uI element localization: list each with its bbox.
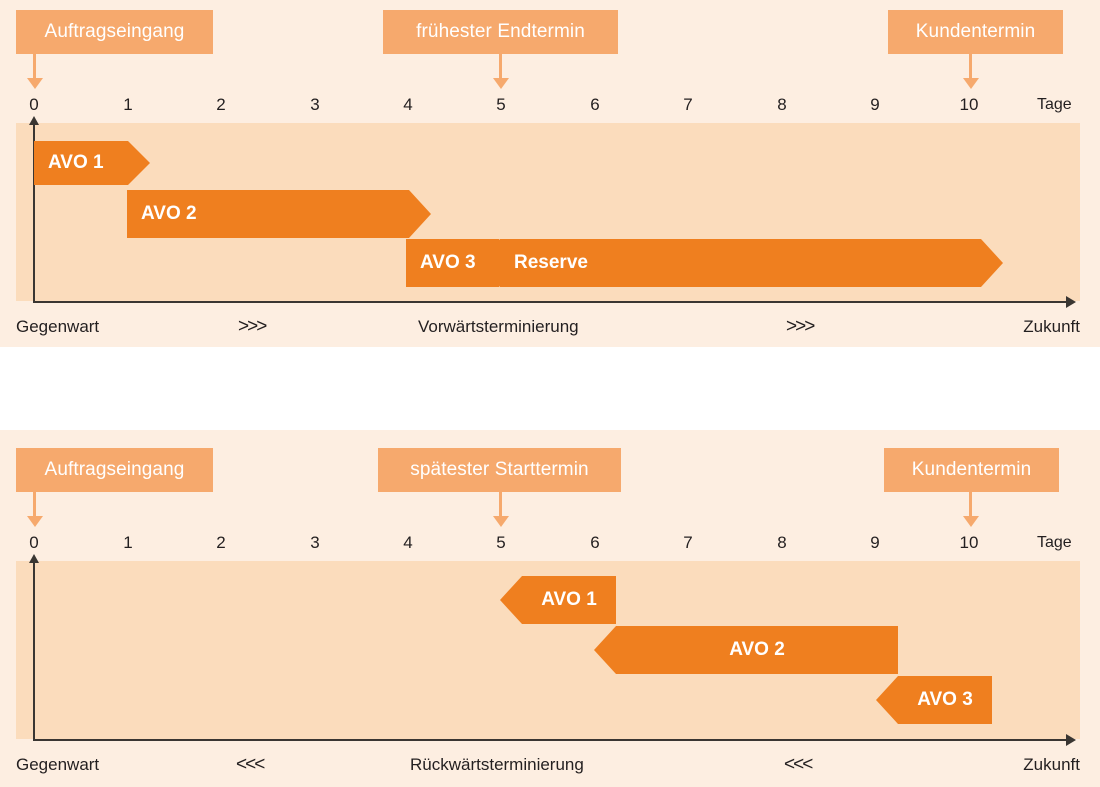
y-axis-arrowhead-bottom (29, 554, 39, 563)
milestone-auftragseingang-top: Auftragseingang (16, 10, 213, 54)
milestone-auftragseingang-bottom: Auftragseingang (16, 448, 213, 492)
milestone-kundentermin-top: Kundentermin (888, 10, 1063, 54)
footer-gegenwart-bottom: Gegenwart (16, 755, 100, 774)
task-bar-label: AVO 2 (141, 203, 197, 224)
footer-gegenwart-top: Gegenwart (16, 317, 100, 336)
axis-tick-1: 1 (123, 533, 133, 552)
milestone-kundentermin-bottom: Kundentermin (884, 448, 1059, 492)
task-bar-label: AVO 3 (917, 689, 973, 710)
milestone-label: Auftragseingang (44, 459, 185, 480)
axis-tick-9: 9 (870, 533, 880, 552)
axis-tick-10: 10 (959, 533, 979, 552)
axis-tick-3: 3 (310, 95, 320, 114)
milestone-stem-auftragseingang-top (33, 54, 36, 78)
axis-tick-6: 6 (590, 95, 600, 114)
axis-tick-5: 5 (496, 533, 506, 552)
x-axis-line-bottom (33, 739, 1068, 741)
task-bar-label: AVO 1 (541, 589, 597, 610)
footer-chevron-left-top: >>> (238, 316, 267, 337)
axis-tick-row-bottom: 0 1 2 3 4 5 6 7 8 9 10 Tage (0, 532, 1100, 554)
footer-zukunft-top: Zukunft (1023, 317, 1080, 336)
axis-tick-row-top: 0 1 2 3 4 5 6 7 8 9 10 Tage (0, 94, 1100, 116)
x-axis-arrowhead-top (1066, 296, 1076, 308)
milestone-arrow-fruehester-endtermin (493, 78, 509, 89)
milestone-stem-spaetester-starttermin (499, 492, 502, 516)
footer-vorwaertsterminierung: Vorwärtsterminierung (418, 317, 579, 336)
milestone-arrow-auftragseingang-bottom (27, 516, 43, 527)
footer-chevron-left-bottom: <<< (236, 754, 265, 775)
axis-tick-4: 4 (403, 95, 413, 114)
axis-unit-label-bottom: Tage (1037, 534, 1072, 551)
forward-scheduling-panel: Auftragseingang frühester Endtermin Kund… (0, 0, 1100, 347)
x-axis-line-top (33, 301, 1068, 303)
axis-tick-8: 8 (777, 533, 787, 552)
milestone-stem-fruehester-endtermin (499, 54, 502, 78)
task-bar-avo-1-forward[interactable]: AVO 1 (34, 141, 150, 185)
milestone-stem-kundentermin-bottom (969, 492, 972, 516)
backward-footer-row: Gegenwart <<< Rückwärtsterminierung <<< … (0, 753, 1100, 777)
task-bar-avo-2-backward[interactable]: AVO 2 (594, 626, 898, 674)
y-axis-arrowhead-top (29, 116, 39, 125)
milestone-label: frühester Endtermin (416, 21, 585, 42)
backward-scheduling-panel: Auftragseingang spätester Starttermin Ku… (0, 430, 1100, 787)
milestone-arrow-kundentermin-top (963, 78, 979, 89)
axis-tick-7: 7 (683, 533, 693, 552)
milestone-arrow-spaetester-starttermin (493, 516, 509, 527)
footer-chevron-right-bottom: <<< (784, 754, 813, 775)
axis-tick-4: 4 (403, 533, 413, 552)
footer-chevron-right-top: >>> (786, 316, 815, 337)
footer-zukunft-bottom: Zukunft (1023, 755, 1080, 774)
axis-tick-7: 7 (683, 95, 693, 114)
axis-tick-0: 0 (29, 533, 39, 552)
milestone-fruehester-endtermin: frühester Endtermin (383, 10, 618, 54)
y-axis-line-bottom (33, 561, 35, 741)
milestone-stem-auftragseingang-bottom (33, 492, 36, 516)
milestone-spaetester-starttermin: spätester Starttermin (378, 448, 621, 492)
milestone-arrow-kundentermin-bottom (963, 516, 979, 527)
forward-footer-row: Gegenwart >>> Vorwärtsterminierung >>> Z… (0, 315, 1100, 339)
axis-tick-8: 8 (777, 95, 787, 114)
axis-tick-0: 0 (29, 95, 39, 114)
axis-tick-9: 9 (870, 95, 880, 114)
milestone-stem-kundentermin-top (969, 54, 972, 78)
milestone-label: Kundentermin (915, 21, 1036, 42)
task-bar-avo-2-forward[interactable]: AVO 2 (127, 190, 431, 238)
axis-tick-2: 2 (216, 95, 226, 114)
task-bar-label: Reserve (514, 252, 588, 273)
task-bar-label: AVO 2 (729, 639, 785, 660)
axis-tick-2: 2 (216, 533, 226, 552)
axis-tick-5: 5 (496, 95, 506, 114)
axis-unit-label-top: Tage (1037, 96, 1072, 113)
axis-tick-6: 6 (590, 533, 600, 552)
y-axis-line-top (33, 123, 35, 303)
axis-tick-3: 3 (310, 533, 320, 552)
milestone-label: Auftragseingang (44, 21, 185, 42)
axis-tick-10: 10 (959, 95, 979, 114)
x-axis-arrowhead-bottom (1066, 734, 1076, 746)
milestone-arrow-auftragseingang-top (27, 78, 43, 89)
axis-tick-1: 1 (123, 95, 133, 114)
task-bar-label: AVO 1 (48, 152, 104, 173)
task-bar-label: AVO 3 (420, 252, 476, 273)
footer-rueckwaertsterminierung: Rückwärtsterminierung (410, 755, 584, 774)
task-bar-reserve-forward[interactable]: Reserve (500, 239, 1003, 287)
milestone-label: Kundentermin (911, 459, 1032, 480)
task-bar-avo-3-backward[interactable]: AVO 3 (876, 676, 992, 724)
milestone-label: spätester Starttermin (410, 459, 589, 480)
task-bar-avo-1-backward[interactable]: AVO 1 (500, 576, 616, 624)
